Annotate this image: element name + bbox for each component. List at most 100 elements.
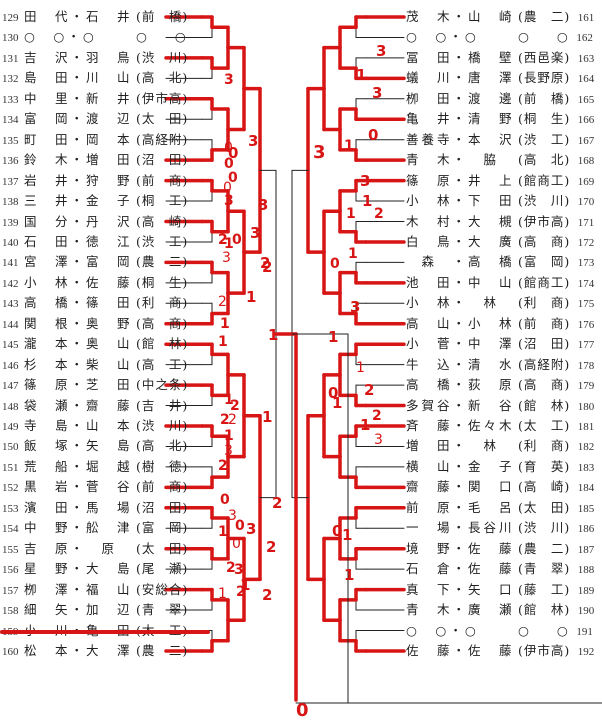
right-r3-score: 2 [372, 408, 382, 424]
left-r2-score: 1 [246, 288, 256, 306]
entry-number: 173 [577, 257, 595, 270]
entry-school: ○ ○ [136, 29, 187, 45]
right-semi-score: 0 [328, 384, 338, 402]
left-score-label: 2 [218, 232, 228, 248]
right-entry: 亀 井・清 野(桐 生)166 [406, 110, 594, 128]
entry-number: 135 [2, 134, 19, 147]
entry-number: 134 [2, 114, 19, 127]
entry-players: 佐 藤・佐 藤 [406, 642, 515, 658]
left-r2-score: 1 [240, 576, 250, 594]
left-score-label: 0 [228, 170, 238, 186]
left-score-label: 3 [224, 193, 234, 209]
entry-players: 寺 島・山 本 [24, 418, 133, 433]
entry-players: 青 木・ 脇 [406, 152, 515, 168]
right-entry: 前 原・毛 呂(太 田)185 [406, 499, 594, 517]
entry-school: (館 林) [518, 602, 571, 618]
entry-school: (太 田) [136, 111, 189, 127]
entry-number: 144 [2, 318, 19, 331]
entry-school: (西邑楽) [518, 49, 571, 65]
entry-players: 森 ・高 橋 [406, 254, 515, 270]
right-entry: 冨 田・橋 壁(西邑楽)163 [406, 49, 594, 67]
right-r2-score: 1 [360, 416, 370, 434]
final-score: 0 [296, 700, 309, 720]
entry-school: (太 工) [518, 418, 571, 433]
entry-school: (渋 川) [136, 49, 189, 65]
entry-number: 149 [2, 421, 19, 433]
left-score-label: 2 [230, 398, 240, 414]
entry-number: 130 [2, 32, 19, 45]
right-r2-score: 3 [372, 84, 382, 102]
left-score-label: 0 [232, 536, 241, 552]
right-r2-score: 0 [368, 126, 378, 144]
entry-number: 174 [577, 277, 595, 290]
entry-school: (農 二) [518, 540, 571, 556]
entry-number: 153 [2, 502, 19, 515]
entry-players: 吉 沢・羽 鳥 [24, 49, 133, 65]
right-entry: 石 倉・佐 藤(青 翠)188 [406, 560, 594, 578]
entry-number: 145 [2, 339, 19, 352]
entry-school: (富 岡) [518, 254, 571, 270]
entry-number: 132 [2, 73, 19, 86]
entry-number: 183 [577, 461, 595, 474]
entry-number: 185 [577, 502, 595, 515]
entry-school: (沼 田) [518, 336, 571, 352]
entry-school: (沼 田) [136, 152, 189, 168]
entry-number: 172 [577, 236, 595, 249]
entry-school: (渋 川) [518, 193, 571, 209]
left-score-label: 1 [218, 334, 228, 350]
right-entry: 小 菅・中 澤(沼 田)177 [406, 335, 594, 353]
entry-number: 136 [2, 155, 19, 168]
entry-number: 148 [2, 400, 19, 413]
entry-school: (利 商) [518, 438, 571, 454]
entry-players: 吉 原・ 原 [24, 540, 133, 556]
entry-school: (伊市高) [518, 213, 571, 229]
entry-school: (太 田) [518, 499, 571, 515]
entry-school: (農 二) [136, 642, 189, 658]
entry-players: 一 場・長谷川 [406, 520, 515, 536]
entry-players: 岩 井・狩 野 [24, 172, 133, 188]
entry-school: (桐 工) [136, 193, 189, 209]
entry-number: 179 [577, 380, 595, 393]
left-r2-score: 3 [250, 224, 260, 242]
entry-school: (青 翠) [136, 602, 189, 618]
entry-number: 182 [577, 441, 595, 454]
left-score-label: 0 [224, 140, 233, 156]
left-r3-score: 2 [266, 538, 276, 556]
entry-number: 137 [2, 175, 19, 188]
entry-school: (高 北) [136, 438, 189, 454]
entry-school: (青 翠) [518, 561, 571, 577]
entry-number: 164 [577, 73, 595, 86]
right-entry: 牛 込・清 水(高経附)178 [406, 356, 594, 374]
entry-players: 飯 塚・矢 島 [24, 438, 133, 454]
left-score-label: 2 [220, 412, 230, 428]
entry-number: 165 [577, 93, 595, 106]
left-entry: 130○ ○・○○ ○ [2, 28, 187, 46]
entry-school: (尾 瀬) [136, 561, 189, 577]
entry-players: 宮 澤・富 岡 [24, 254, 133, 270]
right-entry: 善養寺・本 沢(渋 工)167 [406, 131, 594, 149]
right-entry: 小 林・下 田(渋 川)170 [406, 192, 594, 210]
left-score-label: 2 [218, 458, 228, 474]
entry-school: (伊市高) [518, 642, 571, 658]
entry-number: 150 [2, 441, 19, 454]
entry-players: 茂 木・山 崎 [406, 9, 515, 24]
entry-players: 高 山・小 林 [406, 315, 515, 331]
entry-players: 鈴 木・増 田 [24, 152, 133, 168]
right-r4-score: 1 [344, 566, 354, 584]
left-score-label: 0 [220, 492, 230, 508]
entry-number: 156 [2, 564, 19, 577]
left-r3-score: 2 [262, 258, 272, 276]
entry-school: (桐 生) [518, 111, 571, 127]
entry-number: 168 [577, 155, 595, 168]
entry-school: (高経附) [518, 356, 571, 372]
